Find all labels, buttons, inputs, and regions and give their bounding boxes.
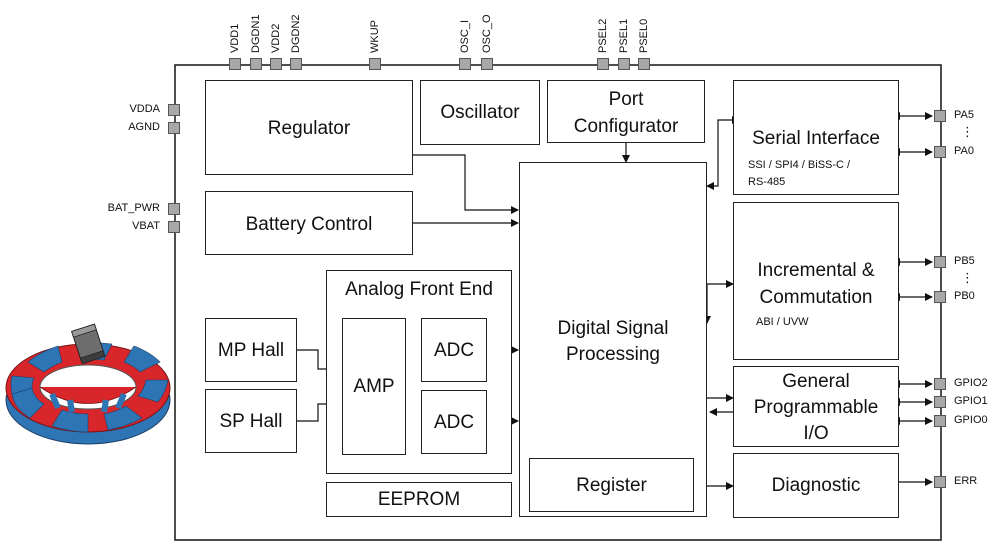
pin-psel0	[638, 58, 650, 70]
pin-wkup	[369, 58, 381, 70]
adc-top-label: ADC	[433, 340, 475, 361]
pin-dgdn1	[250, 58, 262, 70]
pin-pa5	[934, 110, 946, 122]
adc-bottom-label: ADC	[433, 412, 475, 433]
pin-label-gpio1: GPIO1	[954, 395, 988, 407]
regulator-block: Regulator	[205, 80, 413, 175]
line-regulator-dsp	[413, 154, 519, 214]
serial-interface-label: Serial Interface	[752, 128, 880, 149]
battery-control-label: Battery Control	[245, 214, 373, 235]
mp-hall-label: MP Hall	[217, 340, 285, 361]
pin-psel2	[597, 58, 609, 70]
dsp-block: Digital Signal Processing	[519, 162, 707, 517]
port-configurator-label-1: Port	[608, 89, 644, 110]
amp-block: AMP	[342, 318, 406, 455]
sp-hall-block: SP Hall	[205, 389, 297, 453]
oscillator-label: Oscillator	[440, 102, 520, 123]
serial-interface-sublabel-1: SSI / SPI4 / BiSS-C /	[748, 159, 851, 171]
port-configurator-label-2: Configurator	[573, 116, 679, 137]
pin-osc-o	[481, 58, 493, 70]
pin-label-bat-pwr: BAT_PWR	[107, 202, 160, 214]
incremental-block: Incremental & Commutation ABI / UVW	[733, 202, 899, 360]
amp-label: AMP	[353, 376, 395, 397]
pin-label-pb5: PB5	[954, 255, 975, 267]
pin-vdd1	[229, 58, 241, 70]
pin-pa0	[934, 146, 946, 158]
pin-label-pb0: PB0	[954, 290, 975, 302]
pin-vbat	[168, 221, 180, 233]
line-serial-dsp	[706, 116, 740, 190]
gpio-label-3: I/O	[803, 423, 829, 444]
pin-ellipsis-pa: ⋮	[961, 124, 974, 139]
pin-gpio2	[934, 378, 946, 390]
gpio-label-2: Programmable	[753, 397, 879, 418]
diagnostic-label: Diagnostic	[771, 475, 861, 496]
pin-label-gpio0: GPIO0	[954, 414, 988, 426]
battery-control-block: Battery Control	[205, 191, 413, 255]
pin-label-vbat: VBAT	[132, 220, 160, 232]
pin-pb5	[934, 256, 946, 268]
pin-err	[934, 476, 946, 488]
pin-vdd2	[270, 58, 282, 70]
pin-label-vdda: VDDA	[129, 103, 160, 115]
analog-front-end-label: Analog Front End	[345, 279, 493, 300]
register-block: Register	[529, 458, 694, 512]
pin-gpio1	[934, 396, 946, 408]
dsp-label-1: Digital Signal	[557, 318, 669, 339]
gpio-label-1: General	[782, 371, 850, 392]
adc-top-block: ADC	[421, 318, 487, 382]
incremental-label-2: Commutation	[759, 287, 873, 308]
sp-hall-label: SP Hall	[219, 411, 283, 432]
serial-interface-block: Serial Interface SSI / SPI4 / BiSS-C / R…	[733, 80, 899, 195]
port-configurator-block: Port Configurator	[547, 80, 705, 143]
serial-interface-sublabel-2: RS-485	[748, 176, 786, 188]
pin-dgdn2	[290, 58, 302, 70]
incremental-label-1: Incremental &	[757, 260, 875, 281]
pin-ellipsis-pb: ⋮	[961, 270, 974, 285]
pin-gpio0	[934, 415, 946, 427]
pin-pb0	[934, 291, 946, 303]
diagnostic-block: Diagnostic	[733, 453, 899, 518]
pin-osc-i	[459, 58, 471, 70]
adc-bottom-block: ADC	[421, 390, 487, 454]
pin-label-gpio2: GPIO2	[954, 377, 988, 389]
register-label: Register	[576, 475, 647, 496]
dsp-label-2: Processing	[566, 344, 660, 365]
pin-label-err: ERR	[954, 475, 978, 487]
incremental-sublabel: ABI / UVW	[756, 316, 809, 328]
eeprom-block: EEPROM	[326, 482, 512, 517]
pin-label-agnd: AGND	[128, 121, 160, 133]
mp-hall-block: MP Hall	[205, 318, 297, 382]
pin-bat-pwr	[168, 203, 180, 215]
oscillator-block: Oscillator	[420, 80, 540, 145]
regulator-label: Regulator	[267, 118, 351, 139]
gpio-block: General Programmable I/O	[733, 366, 899, 447]
pin-label-pa0: PA0	[954, 145, 974, 157]
pin-vdda	[168, 104, 180, 116]
pin-agnd	[168, 122, 180, 134]
eeprom-label: EEPROM	[377, 489, 461, 510]
pin-psel1	[618, 58, 630, 70]
pin-label-pa5: PA5	[954, 109, 974, 121]
